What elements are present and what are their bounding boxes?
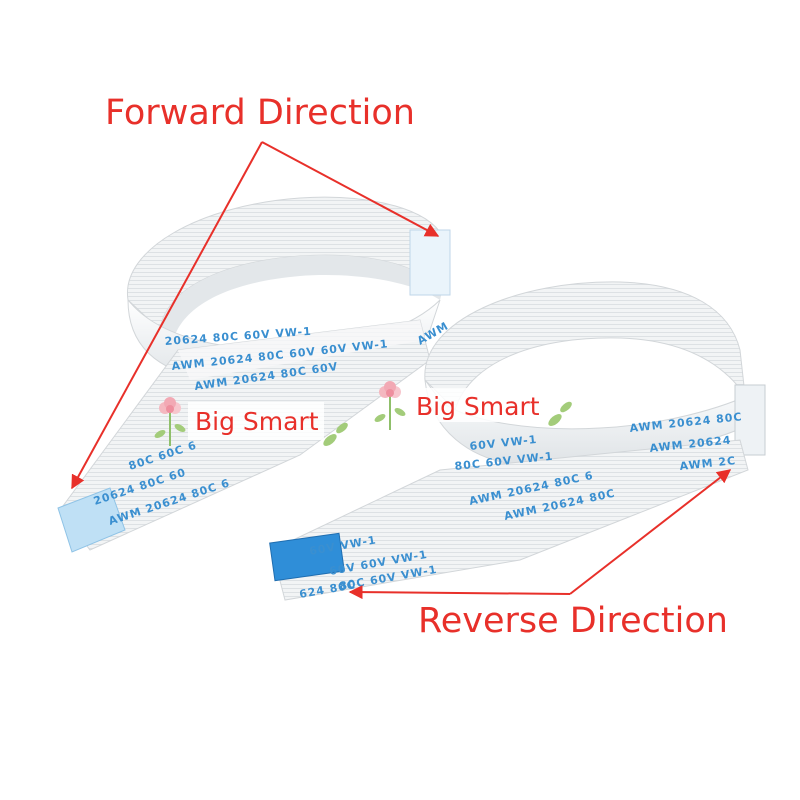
leaf-icon (548, 401, 572, 426)
right-cable (269, 281, 766, 601)
left-cable-end-connector (57, 487, 126, 553)
watermark-left-text: Big Smart (195, 407, 319, 436)
forward-arrows (71, 141, 440, 490)
flower-icon (374, 381, 406, 430)
right-cable-end-connector (269, 532, 345, 582)
watermark-right: Big Smart (374, 381, 572, 430)
forward-direction-label: Forward Direction (105, 93, 415, 133)
reverse-arrows (348, 469, 732, 600)
forward-arrow-right (261, 141, 440, 237)
watermark-left: Big Smart (154, 397, 348, 446)
forward-arrow-left (71, 141, 263, 490)
reverse-arrow-left (348, 585, 571, 600)
flower-icon (154, 397, 186, 446)
print-right-band-3: AWM 2C (679, 454, 737, 473)
leaf-icon (323, 422, 348, 446)
watermark-right-text: Big Smart (416, 392, 540, 421)
reverse-arrow-right (569, 469, 732, 595)
right-cable-back-band (424, 281, 746, 411)
reverse-direction-label: Reverse Direction (418, 601, 728, 641)
left-cable-top-end (409, 229, 451, 296)
